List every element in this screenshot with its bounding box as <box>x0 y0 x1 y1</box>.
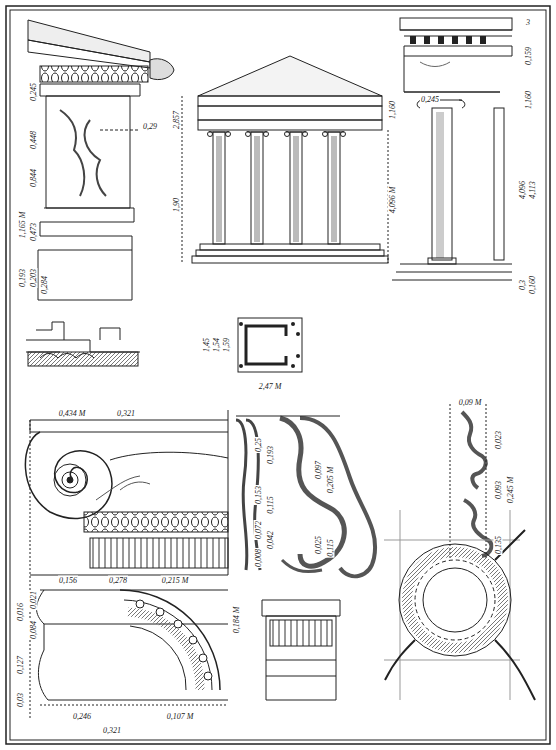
dimension-label: 0,135 <box>494 535 503 555</box>
dimension-label: 0,159 <box>524 46 533 66</box>
dimension-label: 1,45 <box>202 337 211 353</box>
dimension-label: 0,107 M <box>166 712 195 721</box>
dimension-label: 4,096 M <box>388 186 397 215</box>
dimension-label: 0,844 <box>29 168 38 188</box>
dimension-label: 0,097 <box>314 460 323 480</box>
dimension-label: 0,008 <box>254 548 263 568</box>
dimension-label: 0,278 <box>108 576 128 585</box>
dimension-label: 1,59 <box>222 337 231 353</box>
dimension-label: 0,03 <box>16 692 25 708</box>
dimension-label: 2,47 M <box>258 382 283 391</box>
dimension-label: 1,165 M <box>18 211 27 240</box>
dimension-label: 0,25 <box>254 437 263 453</box>
dimension-label: 0,193 <box>266 445 275 465</box>
dimension-label: 0,245 M <box>506 476 515 505</box>
dimension-label: 0,321 <box>102 726 122 735</box>
dimension-label: 0,434 M <box>58 409 87 418</box>
dimension-label: 0,448 <box>29 130 38 150</box>
dimension-label: 0,042 <box>266 530 275 550</box>
dimension-label: 0,160 <box>528 275 537 295</box>
dimension-label: 0,153 <box>254 485 263 505</box>
dimension-label: 0,245 <box>29 82 38 102</box>
dimension-label: 0,072 <box>254 520 263 540</box>
dimension-label: 0,093 <box>494 480 503 500</box>
dimension-label: 0,215 M <box>161 576 190 585</box>
dimension-label: 1,54 <box>212 337 221 353</box>
dimension-label: 0,321 <box>116 409 136 418</box>
dimension-label: 0,184 M <box>232 606 241 635</box>
dimension-label: 0,023 <box>494 430 503 450</box>
dimension-label: 2,857 <box>172 110 181 130</box>
dimension-label: 0,115 <box>326 538 335 557</box>
dimension-label: 0,021 <box>29 590 38 610</box>
dimension-label: 0,016 <box>16 602 25 622</box>
dimension-label: 4,096 <box>518 180 527 200</box>
dimension-label: 0,193 <box>18 268 27 288</box>
dimension-label: 0,245 <box>420 95 440 104</box>
dimension-label: 1,160 <box>524 90 533 110</box>
dimension-label: 0,203 <box>29 268 38 288</box>
dimension-label: 1,160 <box>388 100 397 120</box>
dimension-label: 0,29 <box>142 122 158 131</box>
dimension-label: 0,284 <box>40 275 49 295</box>
dimension-label: 0,3 <box>518 279 527 291</box>
dimension-label: 0,09 M <box>458 398 483 407</box>
dimension-label: 0,205 M <box>326 466 335 495</box>
dimension-label: 0,084 <box>29 620 38 640</box>
dimension-label: 0,246 <box>72 712 92 721</box>
dimension-label: 0,127 <box>16 655 25 675</box>
dimension-label: 0,025 <box>314 535 323 555</box>
dimension-label: 0,115 <box>266 495 275 514</box>
dimension-label: 0,473 <box>29 222 38 242</box>
dimension-label: 1,90 <box>172 197 181 213</box>
dimension-label: 3 <box>525 18 531 27</box>
dimension-label: 0,156 <box>58 576 78 585</box>
dimension-label: 4,113 <box>528 180 537 199</box>
